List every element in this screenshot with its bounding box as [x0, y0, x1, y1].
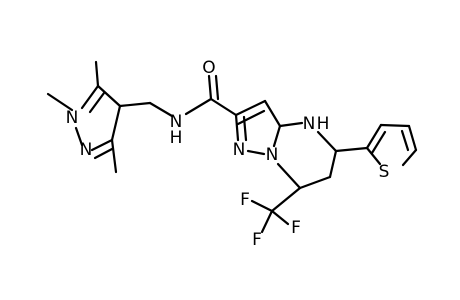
atom-labels: N N N H O N N N H S F F F	[66, 58, 390, 250]
pyrazole-n1-label: N	[66, 108, 79, 128]
pyrazole-n2-label: N	[80, 140, 93, 160]
ring-n-bridge-label: N	[266, 145, 279, 165]
ring-nh-h-label: H	[317, 114, 330, 134]
fluorine-3-label: F	[291, 218, 301, 238]
fluorine-2-label: F	[252, 230, 262, 250]
fluorine-1-label: F	[240, 190, 250, 210]
bond-lines	[46, 60, 418, 234]
ring-nh-n-label: N	[303, 114, 316, 134]
thiophene-s-label: S	[379, 162, 390, 182]
amide-h-label: H	[170, 128, 183, 148]
ring-n-pz-label: N	[233, 140, 246, 160]
amide-n-label: N	[170, 112, 183, 132]
carbonyl-o-label: O	[202, 58, 215, 78]
